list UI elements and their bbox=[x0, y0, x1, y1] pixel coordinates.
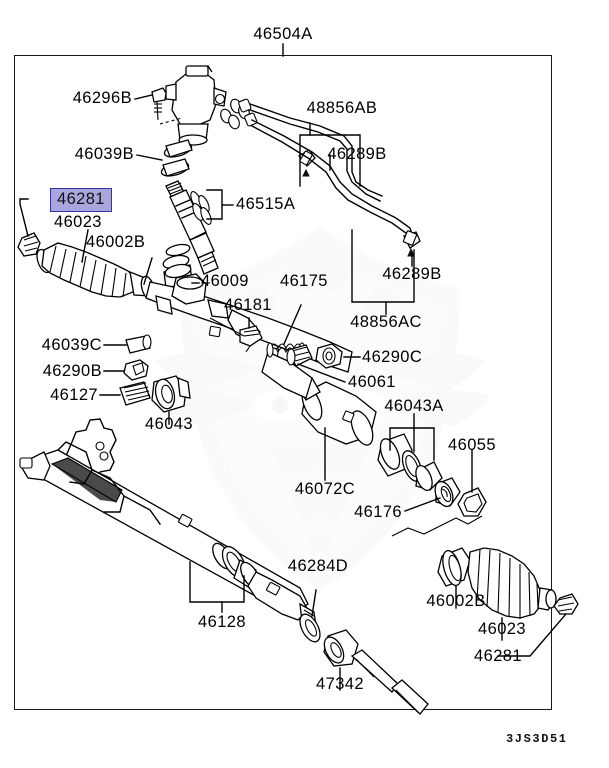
label-46281-right[interactable]: 46281 bbox=[474, 647, 522, 665]
label-46002B-left[interactable]: 46002B bbox=[86, 233, 146, 251]
pinion-shaft-group bbox=[162, 180, 219, 289]
label-46289B-mid[interactable]: 46289B bbox=[382, 265, 442, 283]
label-46296B[interactable]: 46296B bbox=[72, 89, 132, 107]
label-46009[interactable]: 46009 bbox=[201, 272, 249, 290]
label-46023-right[interactable]: 46023 bbox=[478, 620, 526, 638]
label-46289B-top[interactable]: 46289B bbox=[327, 145, 387, 163]
seal-ring-stack bbox=[190, 191, 212, 225]
hydraulic-tube-group bbox=[220, 98, 421, 257]
label-46043A[interactable]: 46043A bbox=[384, 397, 444, 415]
valve-housing-group bbox=[151, 65, 227, 146]
label-46072C[interactable]: 46072C bbox=[294, 480, 356, 498]
label-46290C[interactable]: 46290C bbox=[362, 348, 423, 366]
label-46039B[interactable]: 46039B bbox=[74, 145, 134, 163]
leader-lines bbox=[19, 94, 567, 691]
label-48856AC[interactable]: 48856AC bbox=[350, 313, 422, 331]
right-boot-group bbox=[437, 547, 579, 619]
label-46181[interactable]: 46181 bbox=[224, 296, 272, 314]
label-46023-left[interactable]: 46023 bbox=[54, 213, 102, 231]
label-46504A[interactable]: 46504A bbox=[253, 25, 313, 43]
bushing-stack-right bbox=[377, 433, 487, 537]
lower-rack-assembly bbox=[19, 418, 317, 627]
label-46284D[interactable]: 46284D bbox=[287, 557, 349, 575]
center-small-parts bbox=[209, 317, 343, 369]
bushing-46039B-group bbox=[160, 139, 193, 177]
label-46055[interactable]: 46055 bbox=[448, 436, 496, 454]
label-47342[interactable]: 47342 bbox=[316, 675, 364, 693]
label-46290B[interactable]: 46290B bbox=[42, 362, 102, 380]
small-parts-left-column bbox=[119, 334, 191, 413]
label-46128[interactable]: 46128 bbox=[198, 613, 246, 631]
label-46515A[interactable]: 46515A bbox=[236, 195, 296, 213]
label-46002B-right[interactable]: 46002B bbox=[426, 592, 486, 610]
label-46127[interactable]: 46127 bbox=[50, 386, 98, 404]
label-46281-selected[interactable]: 46281 bbox=[50, 188, 112, 212]
label-46175[interactable]: 46175 bbox=[280, 272, 328, 290]
label-46061[interactable]: 46061 bbox=[348, 373, 396, 391]
label-46176[interactable]: 46176 bbox=[354, 503, 402, 521]
label-48856AB[interactable]: 48856AB bbox=[306, 99, 378, 117]
tie-rod-group bbox=[299, 613, 429, 715]
label-46039C[interactable]: 46039C bbox=[41, 336, 102, 354]
sheet-code: 3JS3D51 bbox=[506, 732, 568, 746]
label-46043[interactable]: 46043 bbox=[145, 415, 193, 433]
